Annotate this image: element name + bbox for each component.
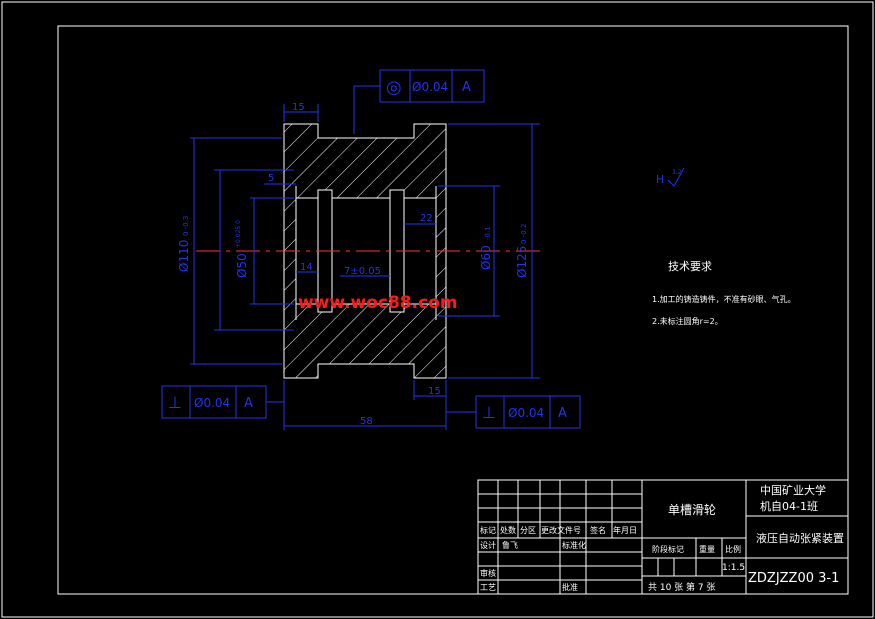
assembly-name: 液压自动张紧装置 bbox=[756, 531, 844, 545]
school-name: 中国矿业大学 bbox=[760, 483, 826, 497]
watermark: www.woc88.com bbox=[298, 293, 458, 313]
part-section bbox=[196, 123, 540, 379]
process-label: 工艺 bbox=[480, 583, 496, 592]
sheet-info: 共 10 张 第 7 张 bbox=[648, 581, 715, 593]
tech-heading: 技术要求 bbox=[668, 260, 712, 273]
gdt-top-symbol: ◎ bbox=[386, 77, 402, 98]
design-label: 设计 bbox=[480, 540, 496, 550]
dim-dia110-tol: 0 -0.3 bbox=[182, 216, 190, 236]
row-label-5: 年月日 bbox=[613, 525, 637, 535]
dim-dia60-tol: -0.1 bbox=[484, 226, 492, 240]
title-block bbox=[477, 479, 849, 595]
dim-22: 22 bbox=[420, 213, 433, 224]
weight-label: 重量 bbox=[699, 544, 715, 554]
gdt-right-datum: A bbox=[558, 406, 567, 421]
dim-15-bottom: 15 bbox=[428, 386, 441, 397]
dim-7: 7±0.05 bbox=[344, 266, 381, 277]
designer-name: 鲁飞 bbox=[502, 540, 518, 550]
stage-label: 阶段标记 bbox=[652, 544, 684, 554]
row-label-0: 标记 bbox=[480, 525, 496, 535]
review-label: 审核 bbox=[480, 568, 496, 578]
dim-dia125: Ø125 bbox=[515, 246, 529, 278]
roughness-letter: H bbox=[656, 173, 664, 186]
dim-58: 58 bbox=[360, 416, 373, 427]
dimension-text: 15 5 22 14 7±0.05 15 58 Ø110 0 -0.3 Ø50 … bbox=[177, 102, 529, 427]
drawing-frame bbox=[57, 25, 849, 595]
part-title: 单槽滑轮 bbox=[668, 503, 716, 517]
dim-dia60: Ø60 bbox=[479, 245, 493, 270]
dim-dia50: Ø50 bbox=[235, 253, 249, 278]
gdt-right-tol: Ø0.04 bbox=[508, 406, 544, 420]
title-block-text: 单槽滑轮 中国矿业大学 机自04-1班 液压自动张紧装置 ZDZJZZ00 3-… bbox=[480, 483, 844, 593]
gdt-top-datum: A bbox=[462, 80, 471, 95]
tech-note-2: 2.未标注圆角r=2。 bbox=[652, 316, 723, 326]
row-label-3: 更改文件号 bbox=[541, 525, 581, 535]
roughness-value: 3.2 bbox=[672, 169, 682, 176]
standard-label: 标准化 bbox=[562, 540, 586, 550]
dim-dia50-tol: +0.025 0 bbox=[235, 220, 242, 248]
gdt-left-symbol: ⊥ bbox=[168, 393, 182, 412]
row-label-2: 分区 bbox=[520, 526, 536, 535]
row-label-1: 处数 bbox=[500, 525, 516, 535]
row-label-4: 签名 bbox=[590, 525, 606, 535]
dim-dia125-tol: 0 -0.2 bbox=[520, 224, 528, 244]
gdt-right: ⊥ Ø0.04 A bbox=[475, 395, 581, 429]
gdt-right-symbol: ⊥ bbox=[482, 403, 496, 422]
gdt-left-tol: Ø0.04 bbox=[194, 396, 230, 410]
dim-15-top: 15 bbox=[292, 102, 305, 113]
dim-5: 5 bbox=[268, 173, 274, 184]
scale-label: 比例 bbox=[725, 544, 741, 554]
gdt-top-tol: Ø0.04 bbox=[412, 80, 448, 94]
dim-dia110: Ø110 bbox=[177, 240, 191, 272]
approve-label: 批准 bbox=[562, 582, 578, 592]
scale-value: 1:1.5 bbox=[722, 563, 745, 573]
dim-14: 14 bbox=[300, 262, 313, 273]
drawing-number: ZDZJZZ00 3-1 bbox=[748, 571, 839, 586]
gdt-left: ⊥ Ø0.04 A bbox=[161, 385, 267, 419]
gdt-top: ◎ Ø0.04 A bbox=[379, 69, 485, 103]
gdt-left-datum: A bbox=[244, 396, 253, 411]
class-name: 机自04-1班 bbox=[760, 499, 818, 513]
tech-note-1: 1.加工的铸造铸件，不准有砂眼、气孔。 bbox=[652, 294, 796, 304]
dimensions bbox=[190, 85, 685, 430]
